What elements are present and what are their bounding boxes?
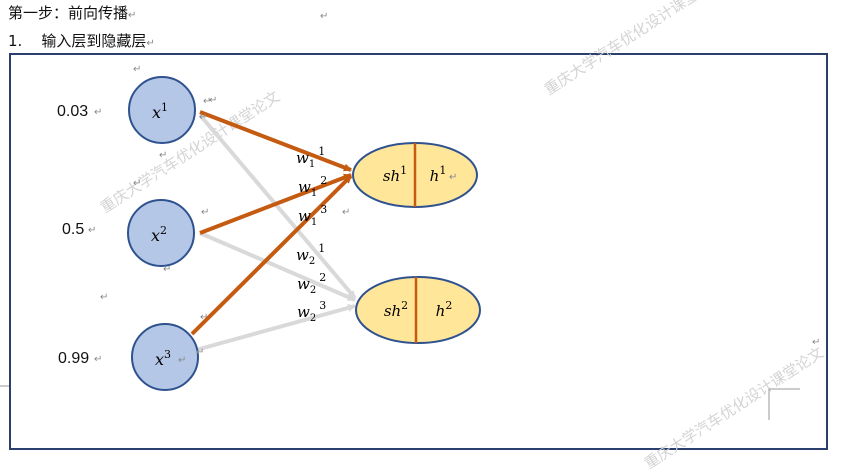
weight-label-w2-2: w22 [297,271,326,296]
paragraph-mark: ↵ [133,64,141,75]
hidden-2-sum-sup: 2 [401,299,408,312]
paragraph-mark: ↵ [94,107,102,118]
weight-labels: w11 w12 w13 w21 w22 w23 [296,145,327,324]
paragraph-mark: ↵ [163,264,171,275]
page-corner-mark [768,388,800,420]
input-node-1-var: x [152,103,161,122]
paragraph-mark: ↵ [201,207,209,218]
weight-label-w1-1: w11 [296,145,325,170]
svg-text:x2: x2 [151,224,167,245]
edge-x1-h1 [199,110,352,172]
input-node-3-var: x [155,350,164,369]
hidden-node-2: sh2 h2 [355,276,481,344]
input-value-1: 0.03 [57,103,89,120]
paragraph-mark: ↵ [128,10,137,21]
diagram-frame [9,53,828,450]
step-heading-text: 第一步：前向传播 [8,4,129,22]
paragraph-mark: ↵ [196,347,204,358]
section-heading-text: 输入层到隐藏层 [41,32,147,50]
svg-text:sh1: sh1 [383,164,407,185]
paragraph-mark: ↵ [159,150,167,161]
weight-label-w1-3: w13 [298,203,327,228]
paragraph-mark: ↵ [209,95,217,106]
paragraph-mark: ↵ [200,312,208,323]
paragraph-mark: ↵ [100,292,108,303]
paragraph-mark: ↵ [133,178,141,189]
input-node-2-var: x [151,226,160,245]
input-value-3: 0.99 [58,350,90,367]
input-node-2-sup: 2 [160,224,167,237]
hidden-node-1: sh1 h1 [352,142,478,208]
input-node-1: x1 [128,76,196,144]
paragraph-mark: ↵ [146,38,155,49]
weight-label-w1-2: w12 [298,174,327,199]
section-number: 1. [8,32,23,50]
edge-x1-h2 [198,113,357,300]
paragraph-mark: ↵ [203,96,211,107]
hidden-2-out-sup: 2 [445,299,452,312]
paragraph-mark: ↵ [178,355,186,366]
paragraph-mark: ↵ [199,112,207,123]
paragraph-marks: ↵ ↵ ↵ ↵ ↵ ↵ ↵ ↵ ↵ ↵ ↵ ↵ ↵ ↵ ↵ ↵ ↵ ↵ ↵ [88,11,820,366]
input-node-3: x3 [131,323,199,391]
paragraph-mark: ↵ [812,337,820,348]
svg-text:x3: x3 [155,348,171,369]
edge-x2-h2 [199,231,356,302]
input-node-1-sup: 1 [161,101,168,114]
edge-x2-h1 [199,173,352,235]
hidden-1-sum-sup: 1 [400,164,407,177]
section-heading: 1. 输入层到隐藏层↵ [8,30,155,51]
hidden-1-sum-var: sh [383,167,400,185]
paragraph-mark: ↵ [320,11,328,22]
edge-x3-h1 [190,174,353,336]
weight-label-w2-1: w21 [296,242,325,267]
input-value-2: 0.5 [62,221,85,238]
svg-text:sh2: sh2 [384,299,408,320]
weight-label-w2-3: w23 [297,299,326,324]
step-heading: 第一步：前向传播↵ [8,2,136,23]
network-diagram: x1 x2 x3 sh1 h1 sh2 h2 w11 w12 w13 w21 w… [0,11,820,420]
paragraph-mark: ↵ [88,225,96,236]
edge-x3-h2 [195,304,356,352]
input-node-3-sup: 3 [164,348,171,361]
hidden-1-out-var: h [430,167,440,185]
paragraph-mark: ↵ [449,172,457,183]
hidden-1-out-sup: 1 [439,164,446,177]
hidden-2-out-var: h [436,302,446,320]
svg-text:x1: x1 [152,101,168,122]
svg-text:h1: h1 [430,164,447,185]
input-node-2: x2 [127,199,195,267]
svg-text:h2: h2 [436,299,453,320]
hidden-2-sum-var: sh [384,302,401,320]
paragraph-mark: ↵ [342,207,350,218]
paragraph-mark: ↵ [94,354,102,365]
